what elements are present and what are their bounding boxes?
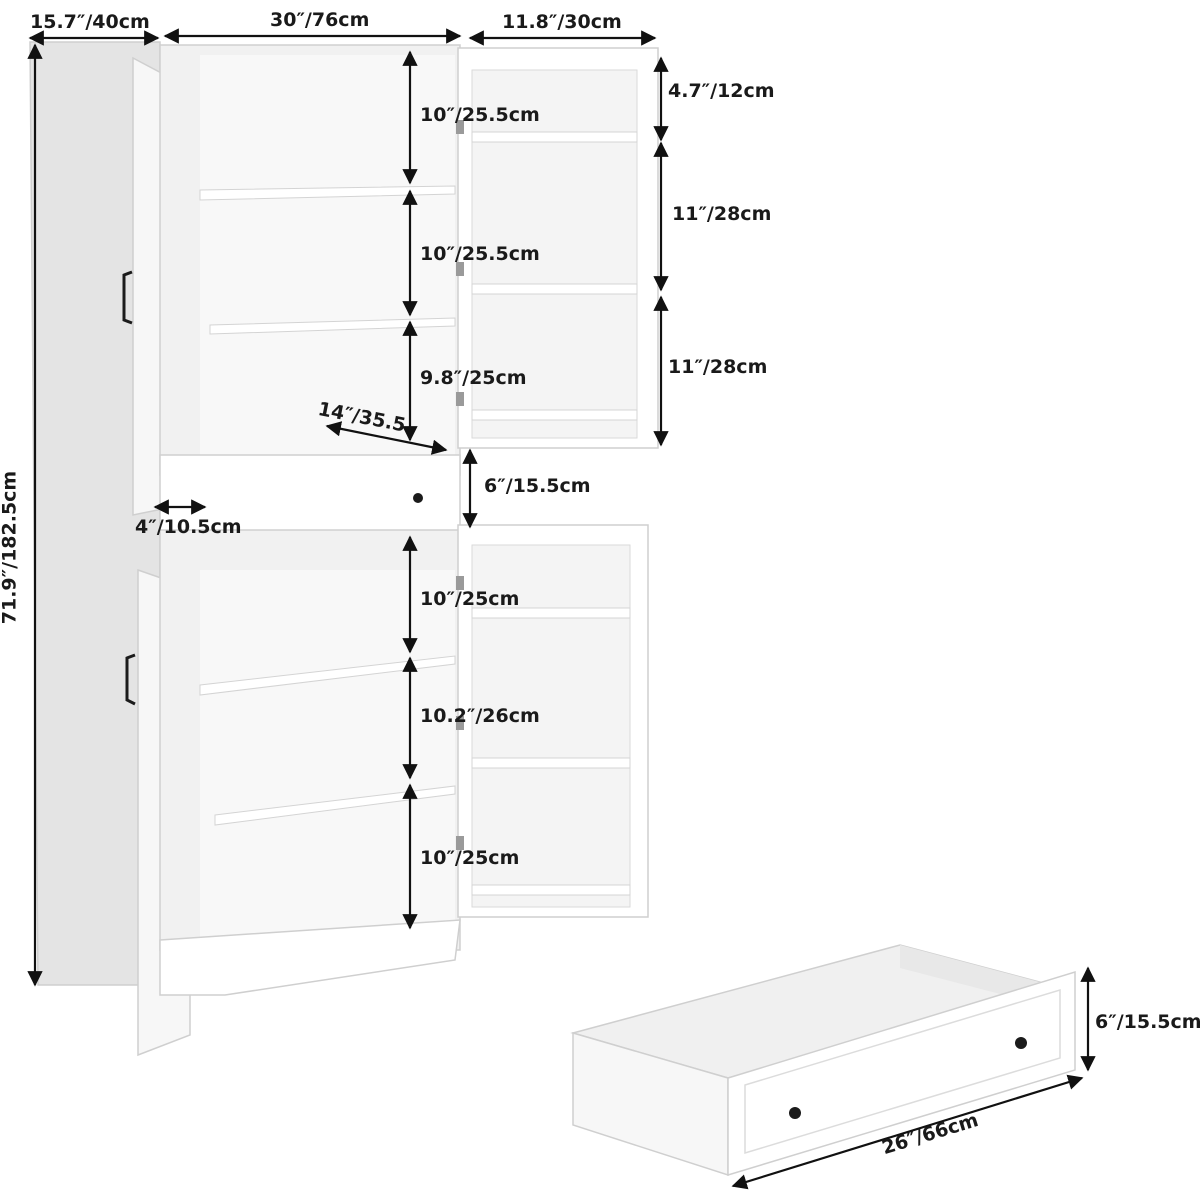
lower-back-panel xyxy=(200,570,455,940)
lower-hinge-1 xyxy=(456,576,464,590)
label-upper-shelf-3: 9.8″/25cm xyxy=(420,367,527,389)
label-lower-shelf-2: 10.2″/26cm xyxy=(420,705,540,727)
upper-hinge-3 xyxy=(456,392,464,406)
upper-shelf-1 xyxy=(199,185,456,201)
lower-shelf-2 xyxy=(214,785,456,826)
label-door-rack-2: 11″/28cm xyxy=(668,356,768,378)
label-overall-height: 71.9″/182.5cm xyxy=(0,470,21,625)
upper-hinge-1 xyxy=(456,120,464,134)
label-door-rack-1: 11″/28cm xyxy=(672,203,772,225)
arrow-drawer-width xyxy=(731,1074,1084,1190)
label-door-thickness: 4″/10.5cm xyxy=(135,516,242,538)
label-upper-shelf-2: 10″/25.5cm xyxy=(420,243,540,265)
label-drawer-gap: 6″/15.5cm xyxy=(484,475,591,497)
middle-drawer-front xyxy=(159,454,461,534)
label-door-width: 11.8″/30cm xyxy=(502,11,622,33)
label-overall-depth: 15.7″/40cm xyxy=(30,11,150,33)
drawer-knob-right xyxy=(1015,1037,1027,1049)
lower-right-door xyxy=(456,524,649,918)
upper-door-rack-1 xyxy=(471,131,638,143)
drawer-knob-left xyxy=(789,1107,801,1119)
label-drawer-height: 6″/15.5cm xyxy=(1095,1011,1200,1033)
label-door-rack-top: 4.7″/12cm xyxy=(668,80,775,102)
separate-drawer xyxy=(570,944,1076,1177)
label-overall-width: 30″/76cm xyxy=(270,9,370,31)
middle-drawer-knob xyxy=(413,493,423,503)
upper-right-door xyxy=(456,47,659,449)
upper-door-rack-3 xyxy=(471,409,638,421)
arrow-shelf-depth xyxy=(325,421,448,455)
lower-door-rack-3 xyxy=(471,884,631,896)
lower-door-rack-1 xyxy=(471,607,631,619)
label-lower-shelf-3: 10″/25cm xyxy=(420,847,520,869)
dimension-arrows xyxy=(27,28,1096,1190)
lower-hinge-3 xyxy=(456,836,464,850)
lower-side-handle xyxy=(125,653,136,706)
label-upper-shelf-1: 10″/25.5cm xyxy=(420,104,540,126)
upper-side-handle xyxy=(122,270,133,325)
cabinet-body xyxy=(29,41,461,1057)
upper-door-rack-2 xyxy=(471,283,638,295)
upper-hinge-2 xyxy=(456,262,464,276)
upper-shelf-2 xyxy=(209,317,456,335)
lower-door-rack-2 xyxy=(471,757,631,769)
label-lower-shelf-1: 10″/25cm xyxy=(420,588,520,610)
lower-shelf-1 xyxy=(199,655,456,696)
lower-hinge-2 xyxy=(456,716,464,730)
